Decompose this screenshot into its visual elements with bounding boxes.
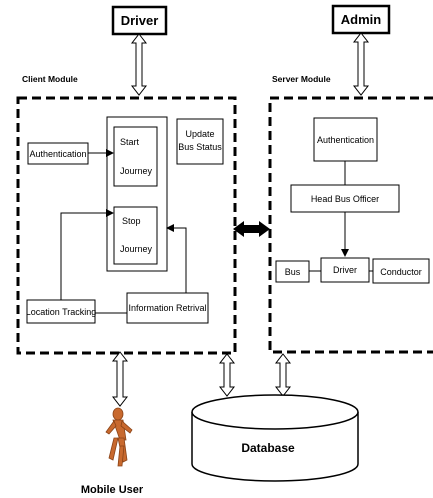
start-journey-box: Start Journey (113, 126, 158, 187)
svg-text:Start: Start (120, 137, 140, 147)
update-bus-status-box: Update Bus Status (176, 118, 224, 165)
server-database-double-arrow (274, 353, 292, 397)
server-driver-box: Driver (320, 257, 370, 283)
client-authentication-box: Authentication (27, 142, 89, 165)
svg-text:Admin: Admin (341, 12, 382, 27)
mobile-user-figure-icon (105, 407, 133, 467)
server-bus-box: Bus (275, 260, 310, 283)
client-mobile-user-double-arrow (111, 351, 129, 407)
mobile-user-label: Mobile User (81, 484, 144, 496)
svg-text:Driver: Driver (121, 13, 159, 28)
client-server-bidirectional-arrow (233, 221, 270, 237)
svg-text:Stop: Stop (122, 216, 141, 226)
svg-text:Authentication: Authentication (29, 149, 86, 159)
server-conductor-box: Conductor (372, 258, 430, 284)
tracking-to-journey-arrow (60, 209, 114, 300)
database-cylinder: Database (191, 394, 359, 482)
svg-text:Driver: Driver (333, 265, 357, 275)
svg-text:Database: Database (241, 441, 295, 455)
svg-text:Authentication: Authentication (317, 135, 374, 145)
svg-text:Bus: Bus (285, 267, 301, 277)
client-location-tracking-box: Location Tracking (26, 299, 97, 324)
svg-text:Bus Status: Bus Status (178, 142, 222, 152)
information-retrieval-box: Information Retrival (126, 292, 209, 324)
server-module-boundary (268, 96, 433, 354)
journey-group-box (106, 116, 168, 272)
client-module-boundary (16, 96, 237, 355)
svg-text:Journey: Journey (120, 244, 153, 254)
admin-actor: Admin (331, 4, 391, 35)
svg-text:Update: Update (185, 129, 214, 139)
svg-text:Conductor: Conductor (380, 267, 422, 277)
driver-client-double-arrow (130, 33, 148, 96)
client-module-label: Client Module (22, 74, 78, 84)
server-authentication-box: Authentication (313, 117, 378, 162)
retrieval-to-journey-arrow (166, 224, 187, 293)
server-module-label: Server Module (272, 74, 331, 84)
head-bus-officer-box: Head Bus Officer (290, 184, 400, 213)
admin-server-double-arrow (352, 32, 370, 96)
svg-text:Head Bus Officer: Head Bus Officer (311, 194, 379, 204)
svg-text:Location Tracking: Location Tracking (26, 307, 97, 317)
driver-actor: Driver (111, 5, 168, 36)
stop-journey-box: Stop Journey (113, 206, 158, 265)
svg-text:Information Retrival: Information Retrival (128, 303, 206, 313)
client-database-double-arrow (218, 353, 236, 397)
svg-text:Journey: Journey (120, 166, 153, 176)
